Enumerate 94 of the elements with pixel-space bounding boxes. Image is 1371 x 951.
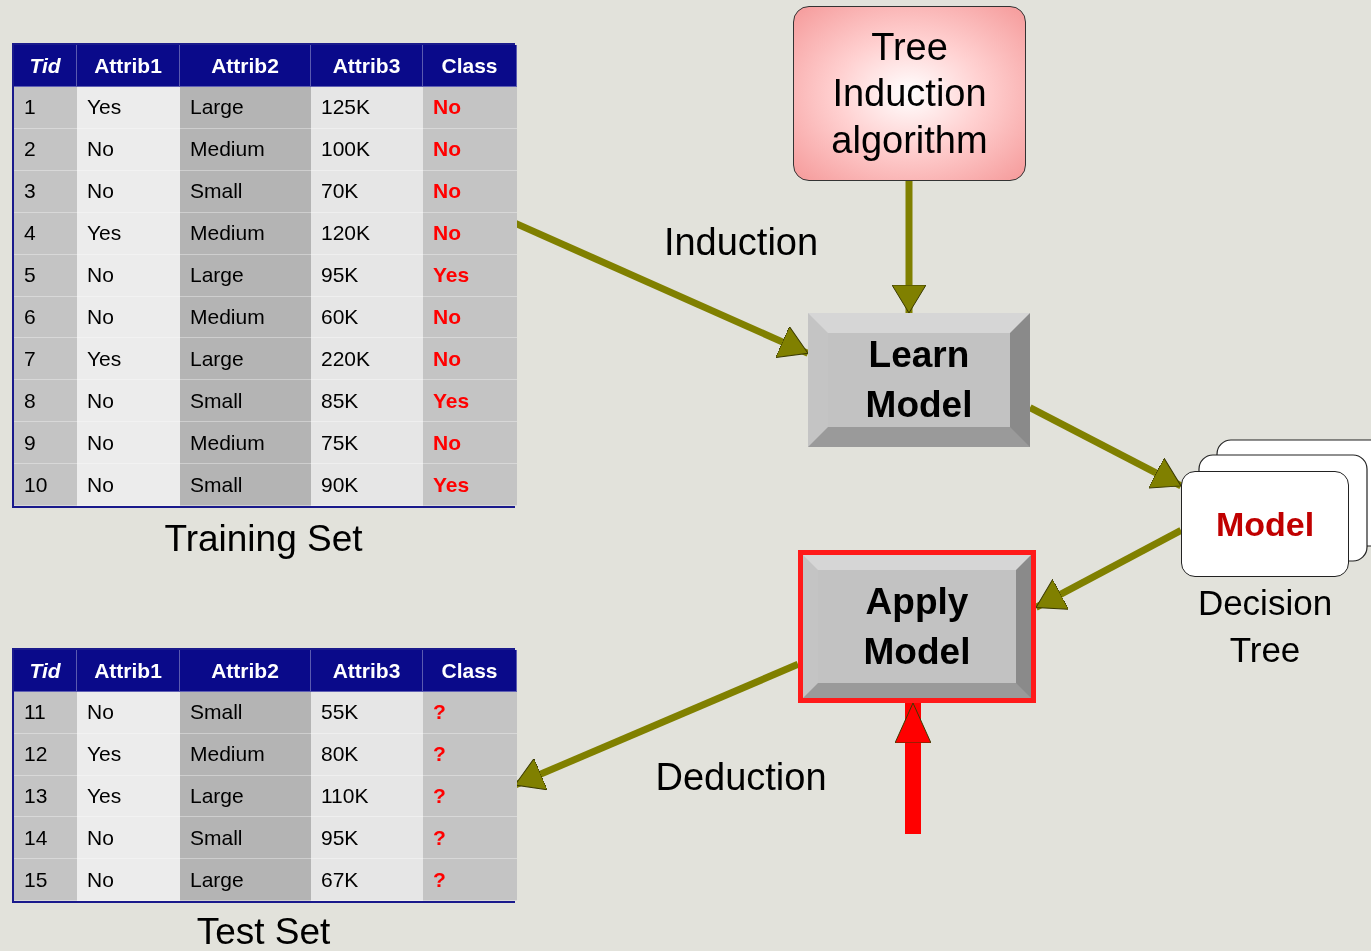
table-cell: No	[423, 212, 517, 255]
column-header: Attrib1	[77, 650, 180, 692]
table-cell: 67K	[311, 859, 423, 901]
table-cell: 90K	[311, 464, 423, 506]
arrow	[894, 702, 932, 834]
table-caption: Test Set	[195, 911, 332, 951]
table-cell: No	[423, 170, 517, 213]
table-cell: Medium	[180, 212, 311, 255]
column-header: Attrib3	[311, 650, 423, 692]
table-cell: 125K	[311, 87, 423, 129]
table-cell: 14	[14, 817, 77, 860]
table-cell: 85K	[311, 380, 423, 423]
table-cell: Medium	[180, 733, 311, 776]
table-cell: ?	[423, 733, 517, 776]
table-cell: 75K	[311, 422, 423, 465]
table-cell: Yes	[77, 212, 180, 255]
table-cell: 11	[14, 692, 77, 734]
process-button: Apply Model	[798, 550, 1036, 703]
arrow	[891, 181, 927, 314]
table-cell: No	[423, 338, 517, 381]
process-button: Learn Model	[808, 313, 1030, 447]
table-cell: Small	[180, 170, 311, 213]
table-cell: Yes	[423, 254, 517, 297]
card-caption: Decision Tree	[1196, 582, 1334, 672]
table-cell: Small	[180, 692, 311, 734]
table-cell: No	[423, 87, 517, 129]
column-header: Attrib1	[77, 45, 180, 87]
table-cell: No	[77, 859, 180, 901]
table-cell: No	[77, 380, 180, 423]
table-cell: ?	[423, 859, 517, 901]
process-box: Tree Induction algorithm	[793, 6, 1026, 181]
table-cell: ?	[423, 775, 517, 818]
table-cell: Yes	[77, 87, 180, 129]
table-cell: Large	[180, 859, 311, 901]
table-cell: ?	[423, 817, 517, 860]
table-cell: 15	[14, 859, 77, 901]
table-cell: 95K	[311, 254, 423, 297]
table-cell: Yes	[77, 338, 180, 381]
table-cell: Yes	[77, 733, 180, 776]
table-cell: 100K	[311, 128, 423, 171]
model-card: Model	[1181, 471, 1349, 577]
table-cell: Yes	[423, 464, 517, 506]
table-cell: 4	[14, 212, 77, 255]
table-cell: 120K	[311, 212, 423, 255]
table-cell: Large	[180, 254, 311, 297]
table-cell: No	[77, 692, 180, 734]
table-cell: Small	[180, 464, 311, 506]
table-cell: Medium	[180, 422, 311, 465]
table-cell: Small	[180, 817, 311, 860]
table-cell: 8	[14, 380, 77, 423]
table-cell: Yes	[77, 775, 180, 818]
table-cell: No	[77, 817, 180, 860]
column-header: Tid	[14, 650, 77, 692]
table-cell: 220K	[311, 338, 423, 381]
table-cell: 10	[14, 464, 77, 506]
table-cell: No	[77, 254, 180, 297]
table-cell: 7	[14, 338, 77, 381]
table-cell: Large	[180, 338, 311, 381]
table-cell: 2	[14, 128, 77, 171]
table-cell: 60K	[311, 296, 423, 339]
table-cell: Large	[180, 775, 311, 818]
table-cell: Small	[180, 380, 311, 423]
table-cell: 6	[14, 296, 77, 339]
table-cell: 55K	[311, 692, 423, 734]
table-cell: 95K	[311, 817, 423, 860]
table-cell: 70K	[311, 170, 423, 213]
column-header: Class	[423, 45, 517, 87]
table-cell: Medium	[180, 128, 311, 171]
table-cell: 13	[14, 775, 77, 818]
column-header: Attrib3	[311, 45, 423, 87]
table-cell: 5	[14, 254, 77, 297]
table-cell: No	[423, 128, 517, 171]
table-cell: 110K	[311, 775, 423, 818]
table-cell: Large	[180, 87, 311, 129]
table-cell: No	[77, 128, 180, 171]
column-header: Attrib2	[180, 45, 311, 87]
table-cell: ?	[423, 692, 517, 734]
table-cell: No	[423, 422, 517, 465]
table-cell: No	[77, 296, 180, 339]
table-cell: 9	[14, 422, 77, 465]
table-cell: No	[77, 464, 180, 506]
table-cell: No	[77, 422, 180, 465]
column-header: Tid	[14, 45, 77, 87]
table-cell: 3	[14, 170, 77, 213]
table-cell: Yes	[423, 380, 517, 423]
table-cell: No	[423, 296, 517, 339]
column-header: Attrib2	[180, 650, 311, 692]
table-cell: 1	[14, 87, 77, 129]
table-cell: 12	[14, 733, 77, 776]
table-cell: Medium	[180, 296, 311, 339]
table-cell: No	[77, 170, 180, 213]
table-cell: 80K	[311, 733, 423, 776]
column-header: Class	[423, 650, 517, 692]
table-caption: Training Set	[163, 518, 364, 560]
